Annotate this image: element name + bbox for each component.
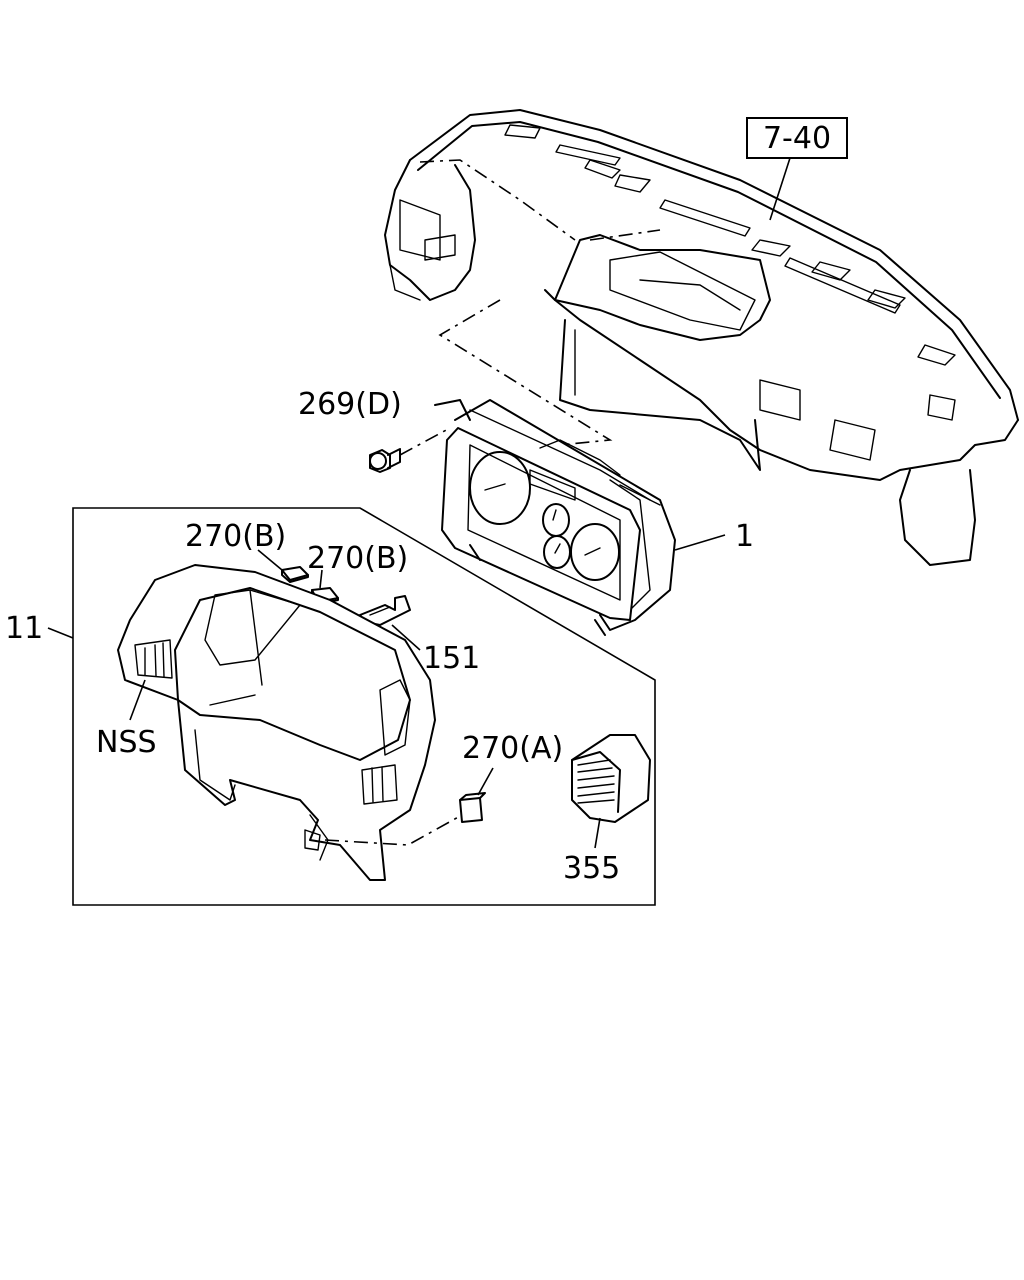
screw-269d: [369, 427, 451, 473]
reference-7-40-label: 7-40: [763, 121, 831, 156]
label-270b-2: 270(B): [307, 541, 408, 576]
clip-270b-1: [281, 566, 309, 583]
label-355: 355: [563, 851, 620, 886]
label-151: 151: [423, 641, 480, 676]
label-nss: NSS: [96, 725, 157, 760]
cluster-bezel: [117, 564, 436, 881]
assembly-11-outline: [72, 507, 656, 906]
instrument-cluster: [434, 399, 676, 636]
cluster-alignment-line: [438, 299, 613, 446]
label-1: 1: [735, 519, 754, 554]
leader-1: [674, 534, 726, 551]
label-11: 11: [5, 611, 43, 646]
label-269d: 269(D): [298, 387, 402, 422]
reference-7-40: 7-40: [746, 117, 848, 221]
air-vent-355: [571, 734, 651, 823]
clip-270a: [459, 792, 486, 823]
dashboard-panel: [384, 109, 1019, 566]
label-270b-1: 270(B): [185, 519, 286, 554]
label-270a: 270(A): [462, 731, 563, 766]
leader-nss: [129, 679, 146, 721]
leader-11: [47, 627, 74, 639]
